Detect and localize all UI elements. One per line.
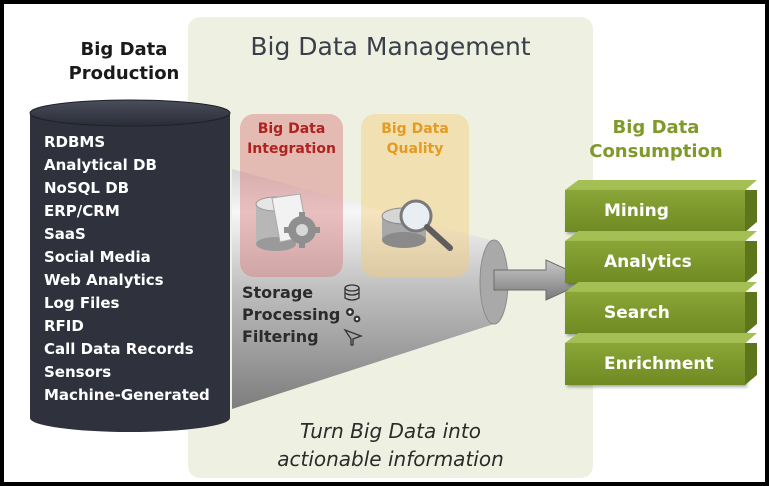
diagram-canvas: Big Data Management Big Data Production … (4, 4, 765, 482)
layer-side (745, 343, 757, 385)
source-item: Log Files (44, 294, 120, 312)
database-magnifier-icon (381, 199, 453, 251)
database-gear-icon (255, 193, 320, 251)
layer-search-label: Search (604, 303, 670, 323)
operation-filtering: Filtering (242, 327, 319, 346)
source-item: Machine-Generated (44, 386, 210, 404)
layer-side (745, 190, 757, 232)
funnel-icon (343, 328, 363, 346)
source-item: Analytical DB (44, 156, 157, 174)
gears-icon (346, 308, 361, 323)
layer-analytics-label: Analytics (604, 252, 692, 272)
operation-icons (343, 284, 363, 346)
layer-side (745, 241, 757, 283)
consumption-title: Big Data Consumption (576, 116, 736, 164)
source-item: RFID (44, 317, 84, 335)
source-item: Social Media (44, 248, 151, 266)
operation-processing: Processing (242, 305, 341, 324)
layer-search (565, 292, 745, 334)
layer-top-face (565, 231, 757, 241)
layer-top-face (565, 282, 757, 292)
production-title-line1: Big Data (80, 39, 168, 60)
consumption-title-line1: Big Data (612, 117, 700, 138)
layer-side (745, 292, 757, 334)
production-title-line2: Production (68, 63, 180, 84)
operations-list: Storage Processing Filtering (242, 282, 340, 348)
source-item: NoSQL DB (44, 179, 130, 197)
tagline-line1: Turn Big Data into (300, 419, 481, 443)
layer-mining-label: Mining (604, 201, 669, 221)
layer-top-face (565, 180, 757, 190)
layer-mining (565, 190, 745, 232)
database-cylinder (29, 99, 231, 432)
source-list: RDBMS Analytical DB NoSQL DB ERP/CRM Saa… (44, 131, 210, 407)
management-title: Big Data Management (250, 32, 531, 61)
layer-top-face (565, 333, 757, 343)
layer-enrichment-label: Enrichment (604, 354, 714, 374)
database-icon (344, 284, 360, 301)
source-item: Call Data Records (44, 340, 194, 358)
source-item: Web Analytics (44, 271, 164, 289)
tagline-line2: actionable information (277, 447, 504, 471)
source-item: Sensors (44, 363, 112, 381)
source-item: SaaS (44, 225, 86, 243)
source-item: ERP/CRM (44, 202, 120, 220)
tagline: Turn Big Data into actionable informatio… (188, 417, 593, 473)
integration-label: Big Data Integration (247, 121, 336, 157)
operation-storage: Storage (242, 283, 314, 302)
consumption-title-line2: Consumption (589, 141, 723, 162)
source-item: RDBMS (44, 133, 106, 151)
quality-box: Big Data Quality (361, 114, 469, 277)
production-title: Big Data Production (44, 38, 204, 86)
quality-label: Big Data Quality (381, 121, 449, 157)
layer-analytics (565, 241, 745, 283)
layer-enrichment (565, 343, 745, 385)
